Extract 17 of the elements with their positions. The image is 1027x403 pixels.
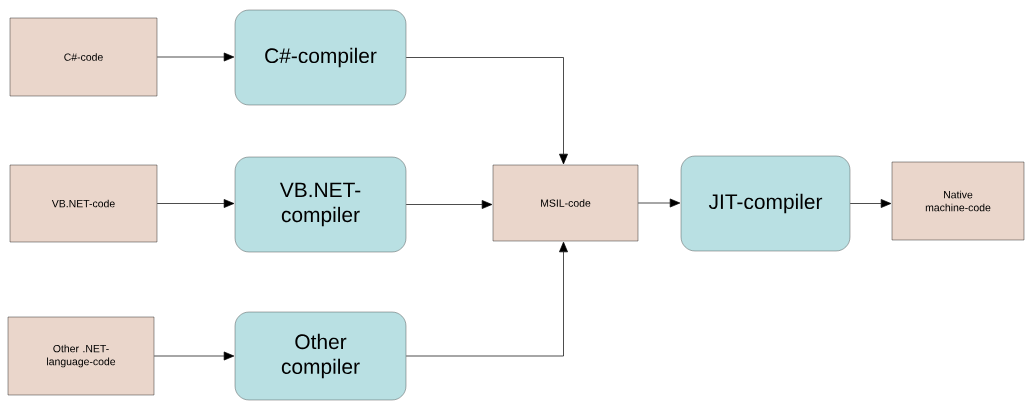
code-box: VB.NET-code <box>9 164 158 243</box>
code-box: Other .NET-language-code <box>7 316 155 396</box>
arrow <box>156 52 235 62</box>
arrow <box>405 241 568 357</box>
arrow <box>849 199 892 208</box>
code-box: MSIL-code <box>492 164 639 242</box>
arrow <box>405 200 493 209</box>
compiler-box: C#-compiler <box>234 9 407 106</box>
compiler-box: VB.NET-compiler <box>234 156 407 253</box>
code-box: C#-code <box>9 17 158 97</box>
compiler-box: JIT-compiler <box>680 155 851 252</box>
arrow <box>153 351 235 361</box>
code-box: Native machine-code <box>891 161 1025 241</box>
arrow <box>405 57 568 165</box>
compiler-box: Other compiler <box>234 311 407 401</box>
arrow <box>637 198 681 208</box>
arrow <box>156 199 235 208</box>
